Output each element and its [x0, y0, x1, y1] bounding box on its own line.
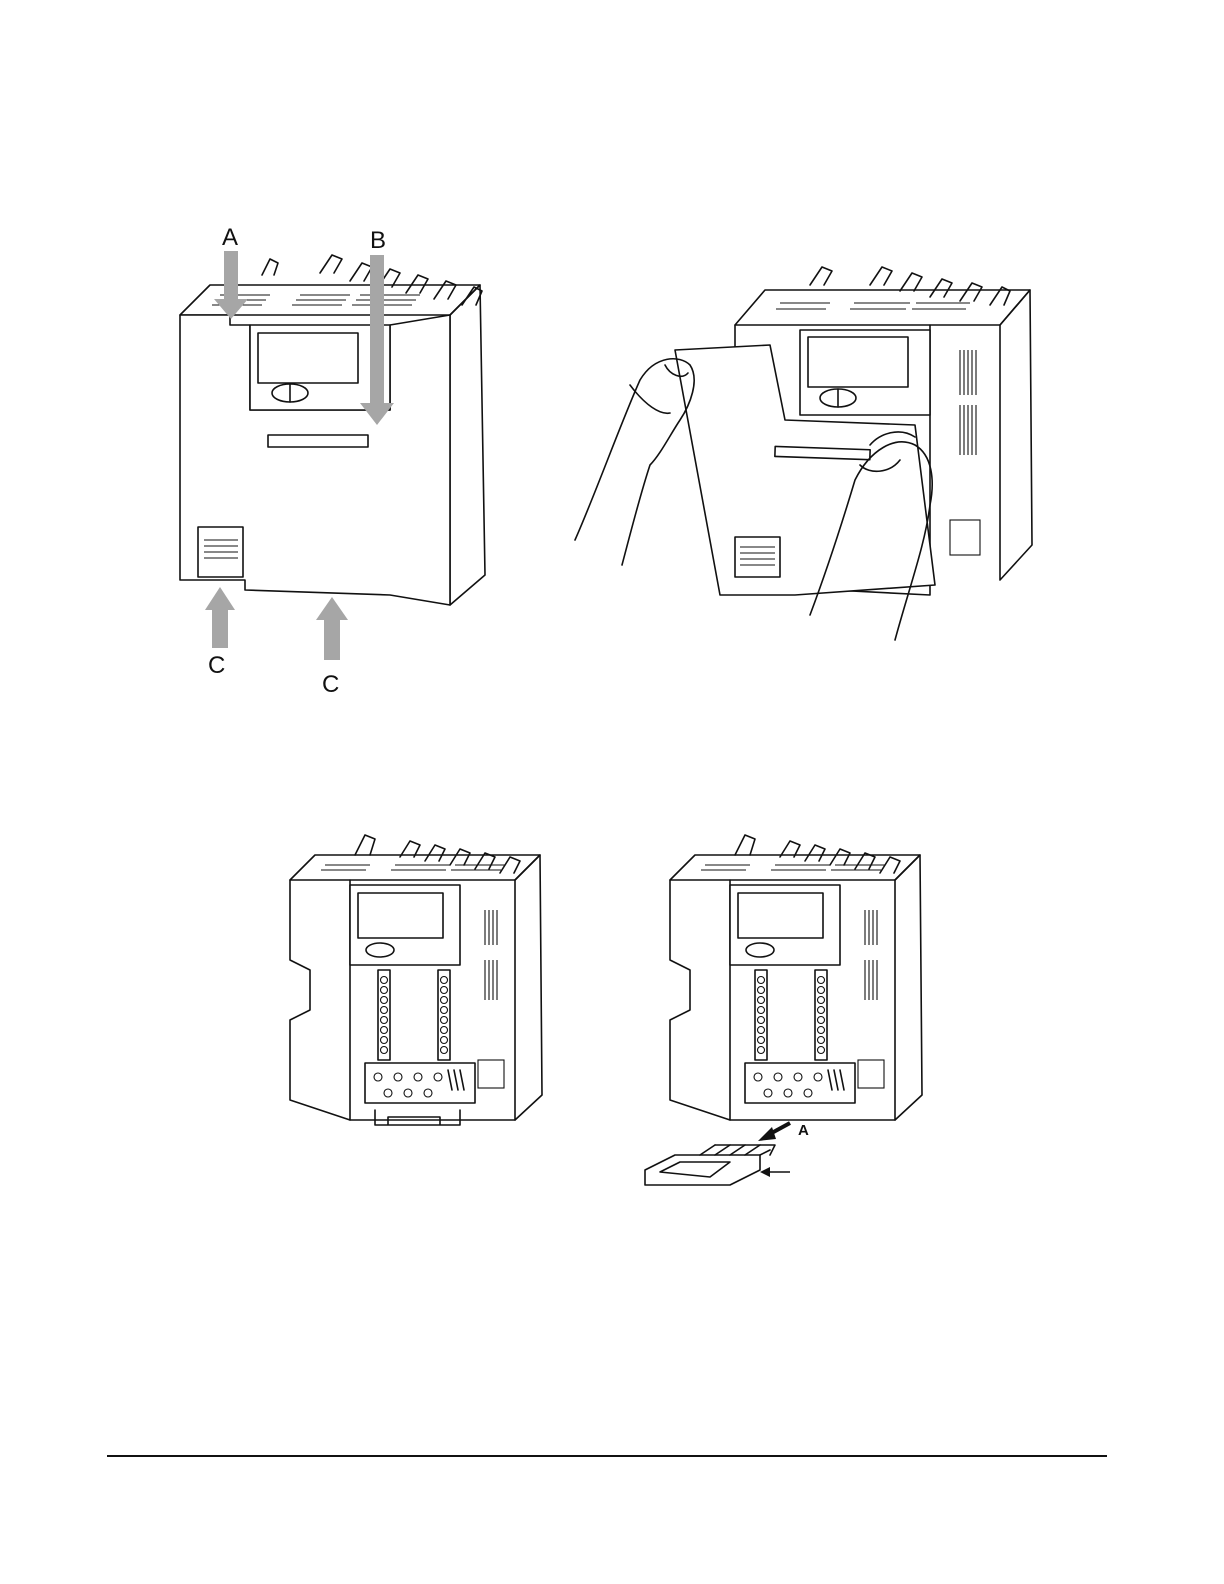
drive-illustration-2 [570, 255, 1040, 645]
keypad-panel [800, 330, 930, 415]
drive-illustration-3 [280, 825, 560, 1135]
figure-terminals-exposed [280, 825, 560, 1135]
footer-rule [107, 1455, 1107, 1457]
figure-cover-removal [570, 255, 1040, 645]
power-terminals [365, 1063, 475, 1103]
control-terminals [378, 970, 450, 1060]
heatsink-fins [810, 267, 1010, 305]
pointer-arrow [760, 1167, 790, 1177]
control-terminals [755, 970, 827, 1060]
figure-cover-release-points: A B C C [150, 215, 510, 695]
label-b: B [370, 227, 386, 254]
side-housing [450, 285, 485, 605]
label-a: A [798, 1122, 809, 1139]
label-c-right: C [322, 671, 339, 698]
chassis-left [290, 880, 350, 1120]
chassis-left [670, 880, 730, 1120]
keypad-panel [250, 325, 390, 410]
jumper-bracket [375, 1110, 460, 1125]
arrow-c-right [316, 597, 348, 660]
arrow-a [758, 1123, 790, 1141]
arrow-c-left [205, 587, 235, 648]
drive-illustration-4: A [640, 825, 950, 1195]
drive-illustration-1: A B C C [150, 215, 510, 695]
side-housing [1000, 290, 1032, 580]
heatsink-fins [735, 835, 900, 873]
top-surface [735, 290, 1030, 325]
figure-jumper-removal: A [640, 825, 950, 1195]
power-terminals [745, 1063, 855, 1103]
side-housing [515, 855, 542, 1120]
heatsink-fins [355, 835, 520, 873]
label-a: A [222, 224, 238, 251]
label-c-left: C [208, 652, 225, 679]
jumper-piece [645, 1145, 775, 1185]
side-housing [895, 855, 922, 1120]
